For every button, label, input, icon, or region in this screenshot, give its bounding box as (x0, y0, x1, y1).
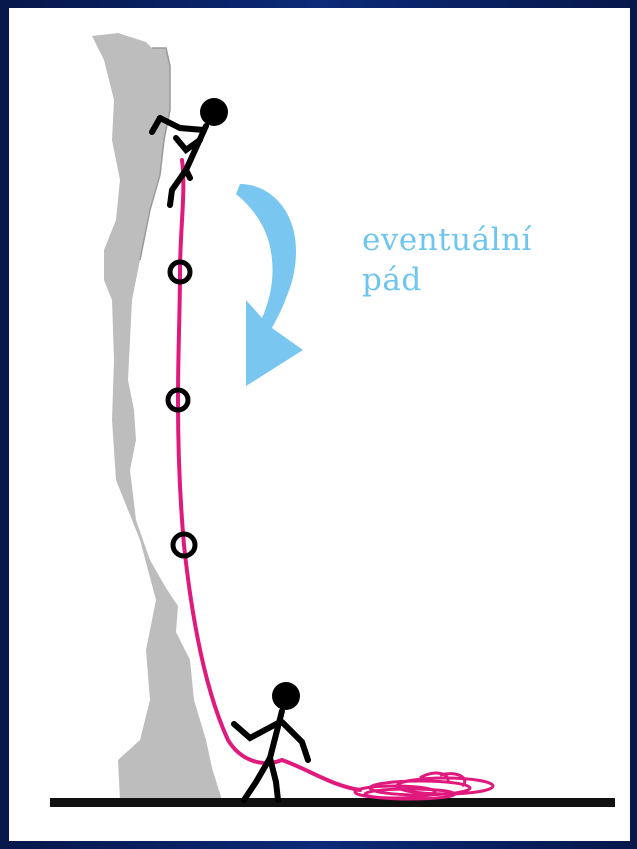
belayer-figure (234, 682, 308, 800)
fall-label-line2: pád (362, 262, 422, 298)
ground-line (50, 798, 615, 807)
rope-coil (355, 773, 493, 799)
rope (178, 160, 282, 763)
fall-label-line1: eventuální (362, 222, 532, 258)
rock-wall (92, 33, 222, 800)
fall-arrow-icon (236, 184, 303, 386)
rope-to-coil (282, 760, 360, 790)
